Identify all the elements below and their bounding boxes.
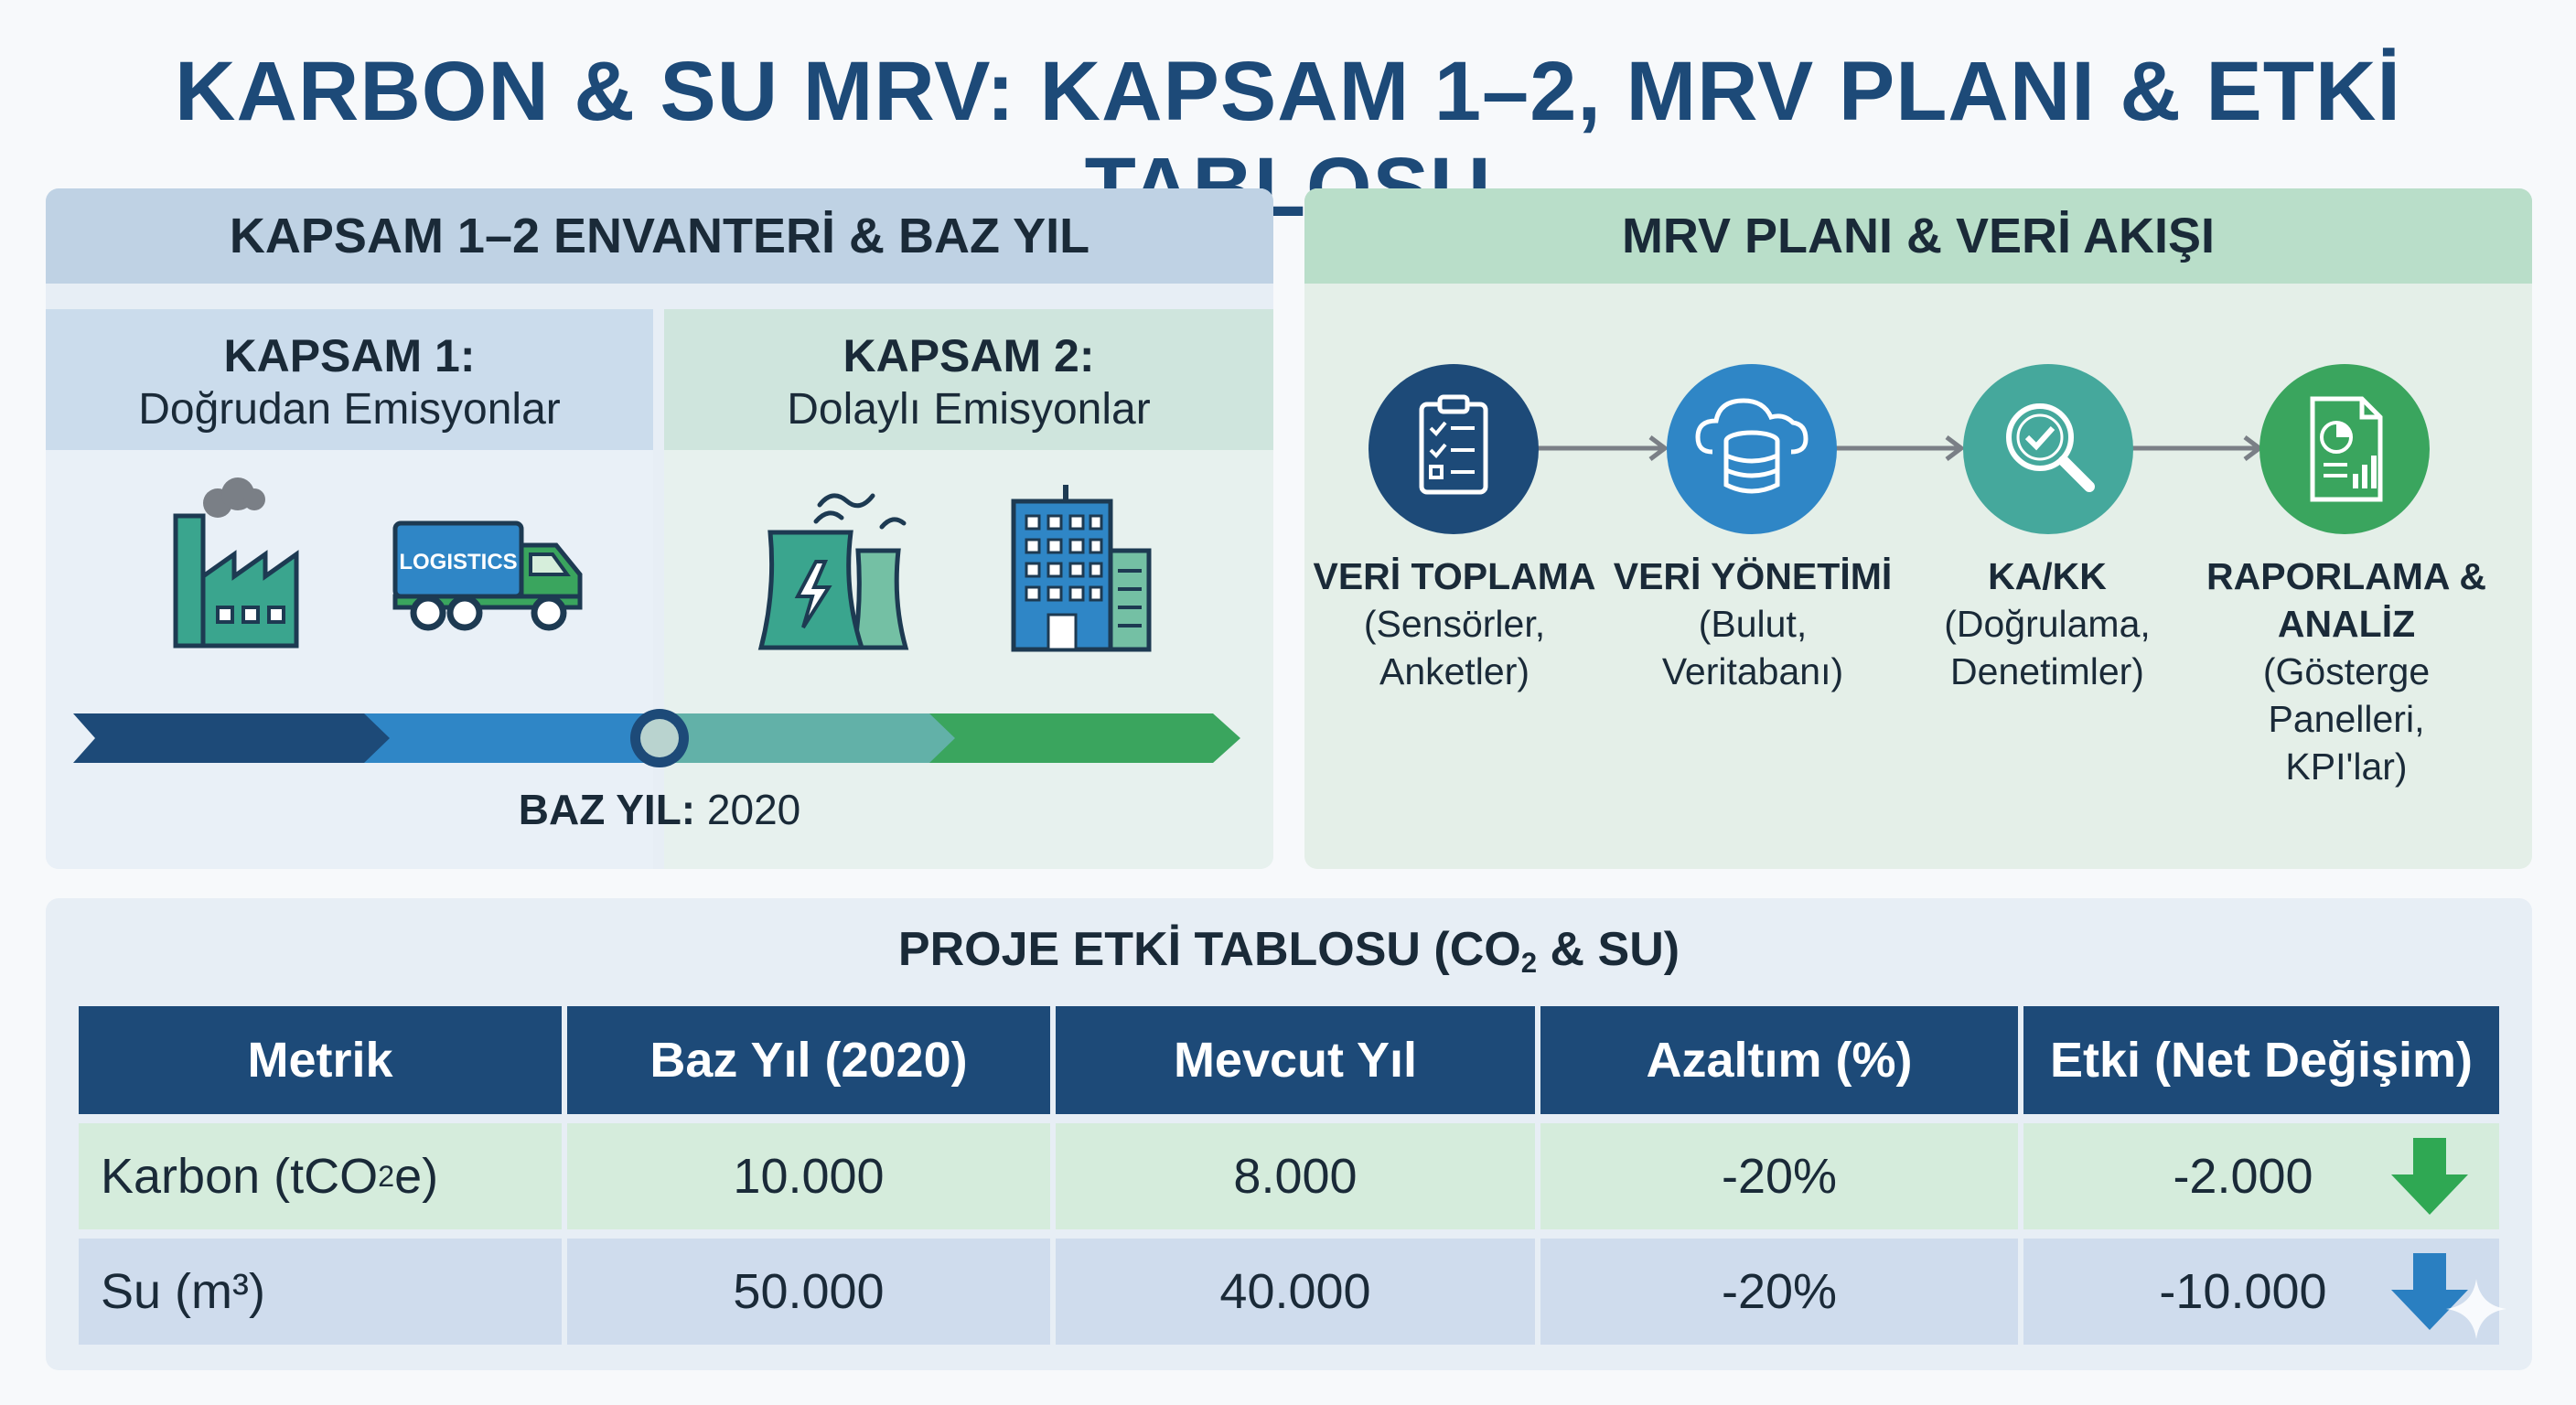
impact-table-title: PROJE ETKİ TABLOSU (CO2 & SU) <box>46 922 2532 980</box>
timeline-segment <box>648 713 959 763</box>
flow-arrows <box>1537 435 2264 461</box>
water-impact-value: -10.000 <box>2159 1264 2327 1319</box>
table-cell-water-current: 40.000 <box>1056 1239 1535 1345</box>
office-building-icon <box>1011 485 1152 652</box>
step-qaqc-title: KA/KK <box>1988 555 2107 597</box>
report-chart-icon <box>2310 396 2383 502</box>
step-reporting-title-1: RAPORLAMA & <box>2206 555 2486 597</box>
step-reporting-circle <box>2259 364 2430 534</box>
step-qaqc-desc-2: Denetimler) <box>1950 650 2144 692</box>
factory-icon <box>173 477 299 649</box>
power-plant-icon <box>757 493 909 650</box>
scope1-body <box>46 450 653 869</box>
step-data-collection-desc-2: Anketler) <box>1379 650 1530 692</box>
base-year-label: BAZ YIL: 2020 <box>46 785 1273 834</box>
base-year-value: 2020 <box>706 786 801 833</box>
table-header-base-year: Baz Yıl (2020) <box>567 1006 1050 1114</box>
magnifier-check-icon <box>2006 403 2095 492</box>
step-reporting-desc-3: KPI'lar) <box>2285 745 2408 788</box>
truck-icon: LOGISTICS <box>392 520 583 631</box>
table-header-metric: Metrik <box>79 1006 562 1114</box>
table-header-impact: Etki (Net Değişim) <box>2023 1006 2499 1114</box>
scope2-body <box>664 450 1273 869</box>
table-header-current-year: Mevcut Yıl <box>1056 1006 1535 1114</box>
table-row-water-metric: Su (m³) <box>79 1239 562 1345</box>
carbon-impact-value: -2.000 <box>2173 1149 2313 1204</box>
step-qaqc-desc-1: (Doğrulama, <box>1944 603 2151 645</box>
step-data-management-circle <box>1667 364 1837 534</box>
table-cell-water-base: 50.000 <box>567 1239 1050 1345</box>
impact-table-title-prefix: PROJE ETKİ TABLOSU (CO <box>897 923 1521 976</box>
carbon-metric-suffix: e) <box>394 1149 439 1204</box>
step-reporting-desc-2: Panelleri, <box>2268 698 2425 740</box>
carbon-metric-prefix: Karbon (tCO <box>101 1149 379 1204</box>
timeline-segment <box>73 713 393 763</box>
step-data-management-desc-2: Veritabanı) <box>1661 650 1844 692</box>
sparkle-icon <box>2446 1279 2506 1339</box>
clipboard-checklist-icon <box>1419 394 1488 495</box>
scope1-subtitle: Doğrudan Emisyonlar <box>138 385 561 434</box>
impact-table-title-suffix: & SU) <box>1537 923 1680 976</box>
timeline-bar <box>73 709 1240 767</box>
down-arrow-icon <box>2391 1253 2468 1330</box>
scope2-title: KAPSAM 2: <box>843 330 1095 381</box>
table-cell-carbon-current: 8.000 <box>1056 1123 1535 1229</box>
impact-table-title-sub: 2 <box>1520 946 1538 979</box>
scope1-title: KAPSAM 1: <box>223 330 476 381</box>
mrv-header: MRV PLANI & VERİ AKIŞI <box>1304 188 2532 284</box>
step-qaqc-circle <box>1963 364 2133 534</box>
scope2-subtitle: Dolaylı Emisyonlar <box>787 385 1151 434</box>
step-reporting-title-2: ANALİZ <box>2277 603 2416 645</box>
page-title: KARBON & SU MRV: KAPSAM 1–2, MRV PLANI &… <box>175 45 2401 234</box>
timeline-segment <box>364 713 677 763</box>
step-data-collection-desc-1: (Sensörler, <box>1363 603 1546 645</box>
truck-label: LOGISTICS <box>399 550 517 574</box>
table-header-reduction: Azaltım (%) <box>1540 1006 2018 1114</box>
scope1-header <box>46 309 653 450</box>
step-data-collection-circle <box>1368 364 1539 534</box>
step-reporting-desc-1: (Gösterge <box>2262 650 2431 692</box>
base-year-key: BAZ YIL: <box>518 786 696 833</box>
carbon-metric-sub: 2 <box>378 1159 395 1193</box>
table-cell-carbon-base: 10.000 <box>567 1123 1050 1229</box>
table-cell-water-impact: -10.000 <box>2023 1239 2499 1345</box>
inventory-header: KAPSAM 1–2 ENVANTERİ & BAZ YIL <box>46 188 1273 284</box>
base-year-marker-inner <box>640 719 679 757</box>
water-metric-label: Su (m³) <box>101 1264 265 1319</box>
scope2-header <box>664 309 1273 450</box>
down-arrow-icon <box>2391 1138 2468 1215</box>
table-cell-carbon-impact: -2.000 <box>2023 1123 2499 1229</box>
step-data-collection-title: VERİ TOPLAMA <box>1313 555 1596 597</box>
step-data-management-desc-1: (Bulut, <box>1698 603 1808 645</box>
cloud-database-icon <box>1695 398 1809 494</box>
step-data-management-title: VERİ YÖNETİMİ <box>1613 555 1893 597</box>
timeline-segment <box>929 713 1240 763</box>
table-cell-water-reduction: -20% <box>1540 1239 2018 1345</box>
table-cell-carbon-reduction: -20% <box>1540 1123 2018 1229</box>
